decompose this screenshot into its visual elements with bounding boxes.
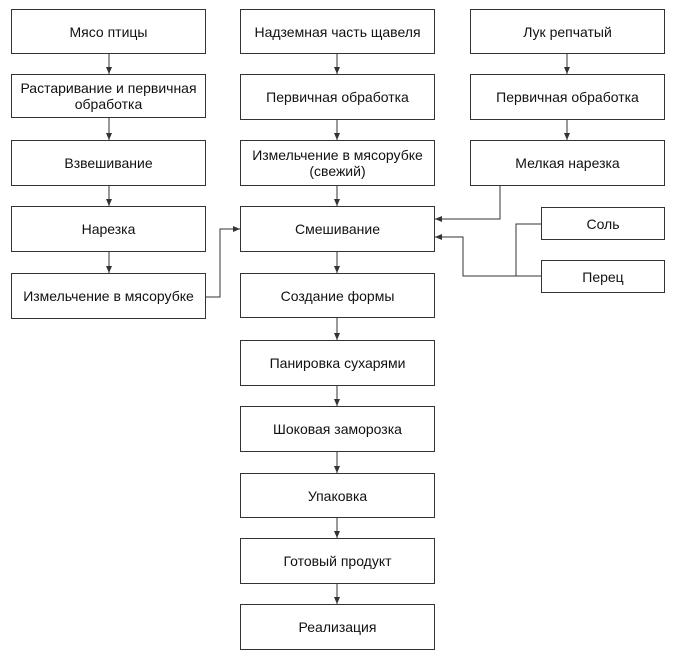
step-breading-label: Панировка сухарями [269,355,406,371]
step-onion-label: Лук репчатый [523,23,612,40]
step-unpacking: Растаривание и первичная обработка [11,74,206,118]
step-sorrel-primary-label: Первичная обработка [266,89,409,105]
step-mixing: Смешивание [240,206,435,252]
step-breading: Панировка сухарями [240,340,435,386]
step-sorrel-primary: Первичная обработка [240,74,435,120]
step-shaping-label: Создание формы [280,287,395,304]
step-sorrel-mincing: Измельчение в мясорубке (свежий) [240,140,435,186]
step-mincing-meat: Измельчение в мясорубке [11,273,206,319]
step-onion-primary-label: Первичная обработка [496,89,639,105]
arrow-mincing-to-mixing [206,226,240,298]
arrow-onion-cut-to-mixing [435,186,501,222]
step-onion-primary: Первичная обработка [470,74,665,120]
step-sorrel-mincing-label: Измельчение в мясорубке (свежий) [252,147,423,179]
step-shaping: Создание формы [240,273,435,318]
step-pepper: Перец [541,260,665,293]
step-packing: Упаковка [240,473,435,518]
step-onion-cut-label: Мелкая нарезка [515,155,620,171]
step-finished-label: Готовый продукт [283,553,392,569]
step-sorrel-label: Надземная часть щавеля [254,23,421,40]
line-salt-connector [515,223,541,276]
arrow-salt-pepper-to-mixing [435,234,516,277]
step-onion-cut: Мелкая нарезка [470,140,665,186]
step-salt-label: Соль [586,215,620,232]
step-sale-label: Реализация [298,619,377,635]
step-weighing-label: Взвешивание [64,155,153,171]
step-onion: Лук репчатый [470,9,665,54]
step-finished: Готовый продукт [240,538,435,584]
step-poultry: Мясо птицы [11,9,206,54]
step-poultry-label: Мясо птицы [69,23,148,40]
step-cutting-label: Нарезка [81,221,136,237]
step-freezing-label: Шоковая заморозка [273,421,402,437]
step-freezing: Шоковая заморозка [240,406,435,452]
step-mixing-label: Смешивание [295,221,380,237]
step-pepper-label: Перец [582,268,624,285]
step-mincing-meat-label: Измельчение в мясорубке [23,288,194,304]
step-salt: Соль [541,207,665,240]
step-sorrel: Надземная часть щавеля [240,9,435,54]
step-packing-label: Упаковка [307,487,368,504]
step-cutting: Нарезка [11,206,206,252]
step-weighing: Взвешивание [11,140,206,186]
step-unpacking-label: Растаривание и первичная обработка [20,80,197,112]
step-sale: Реализация [240,604,435,650]
